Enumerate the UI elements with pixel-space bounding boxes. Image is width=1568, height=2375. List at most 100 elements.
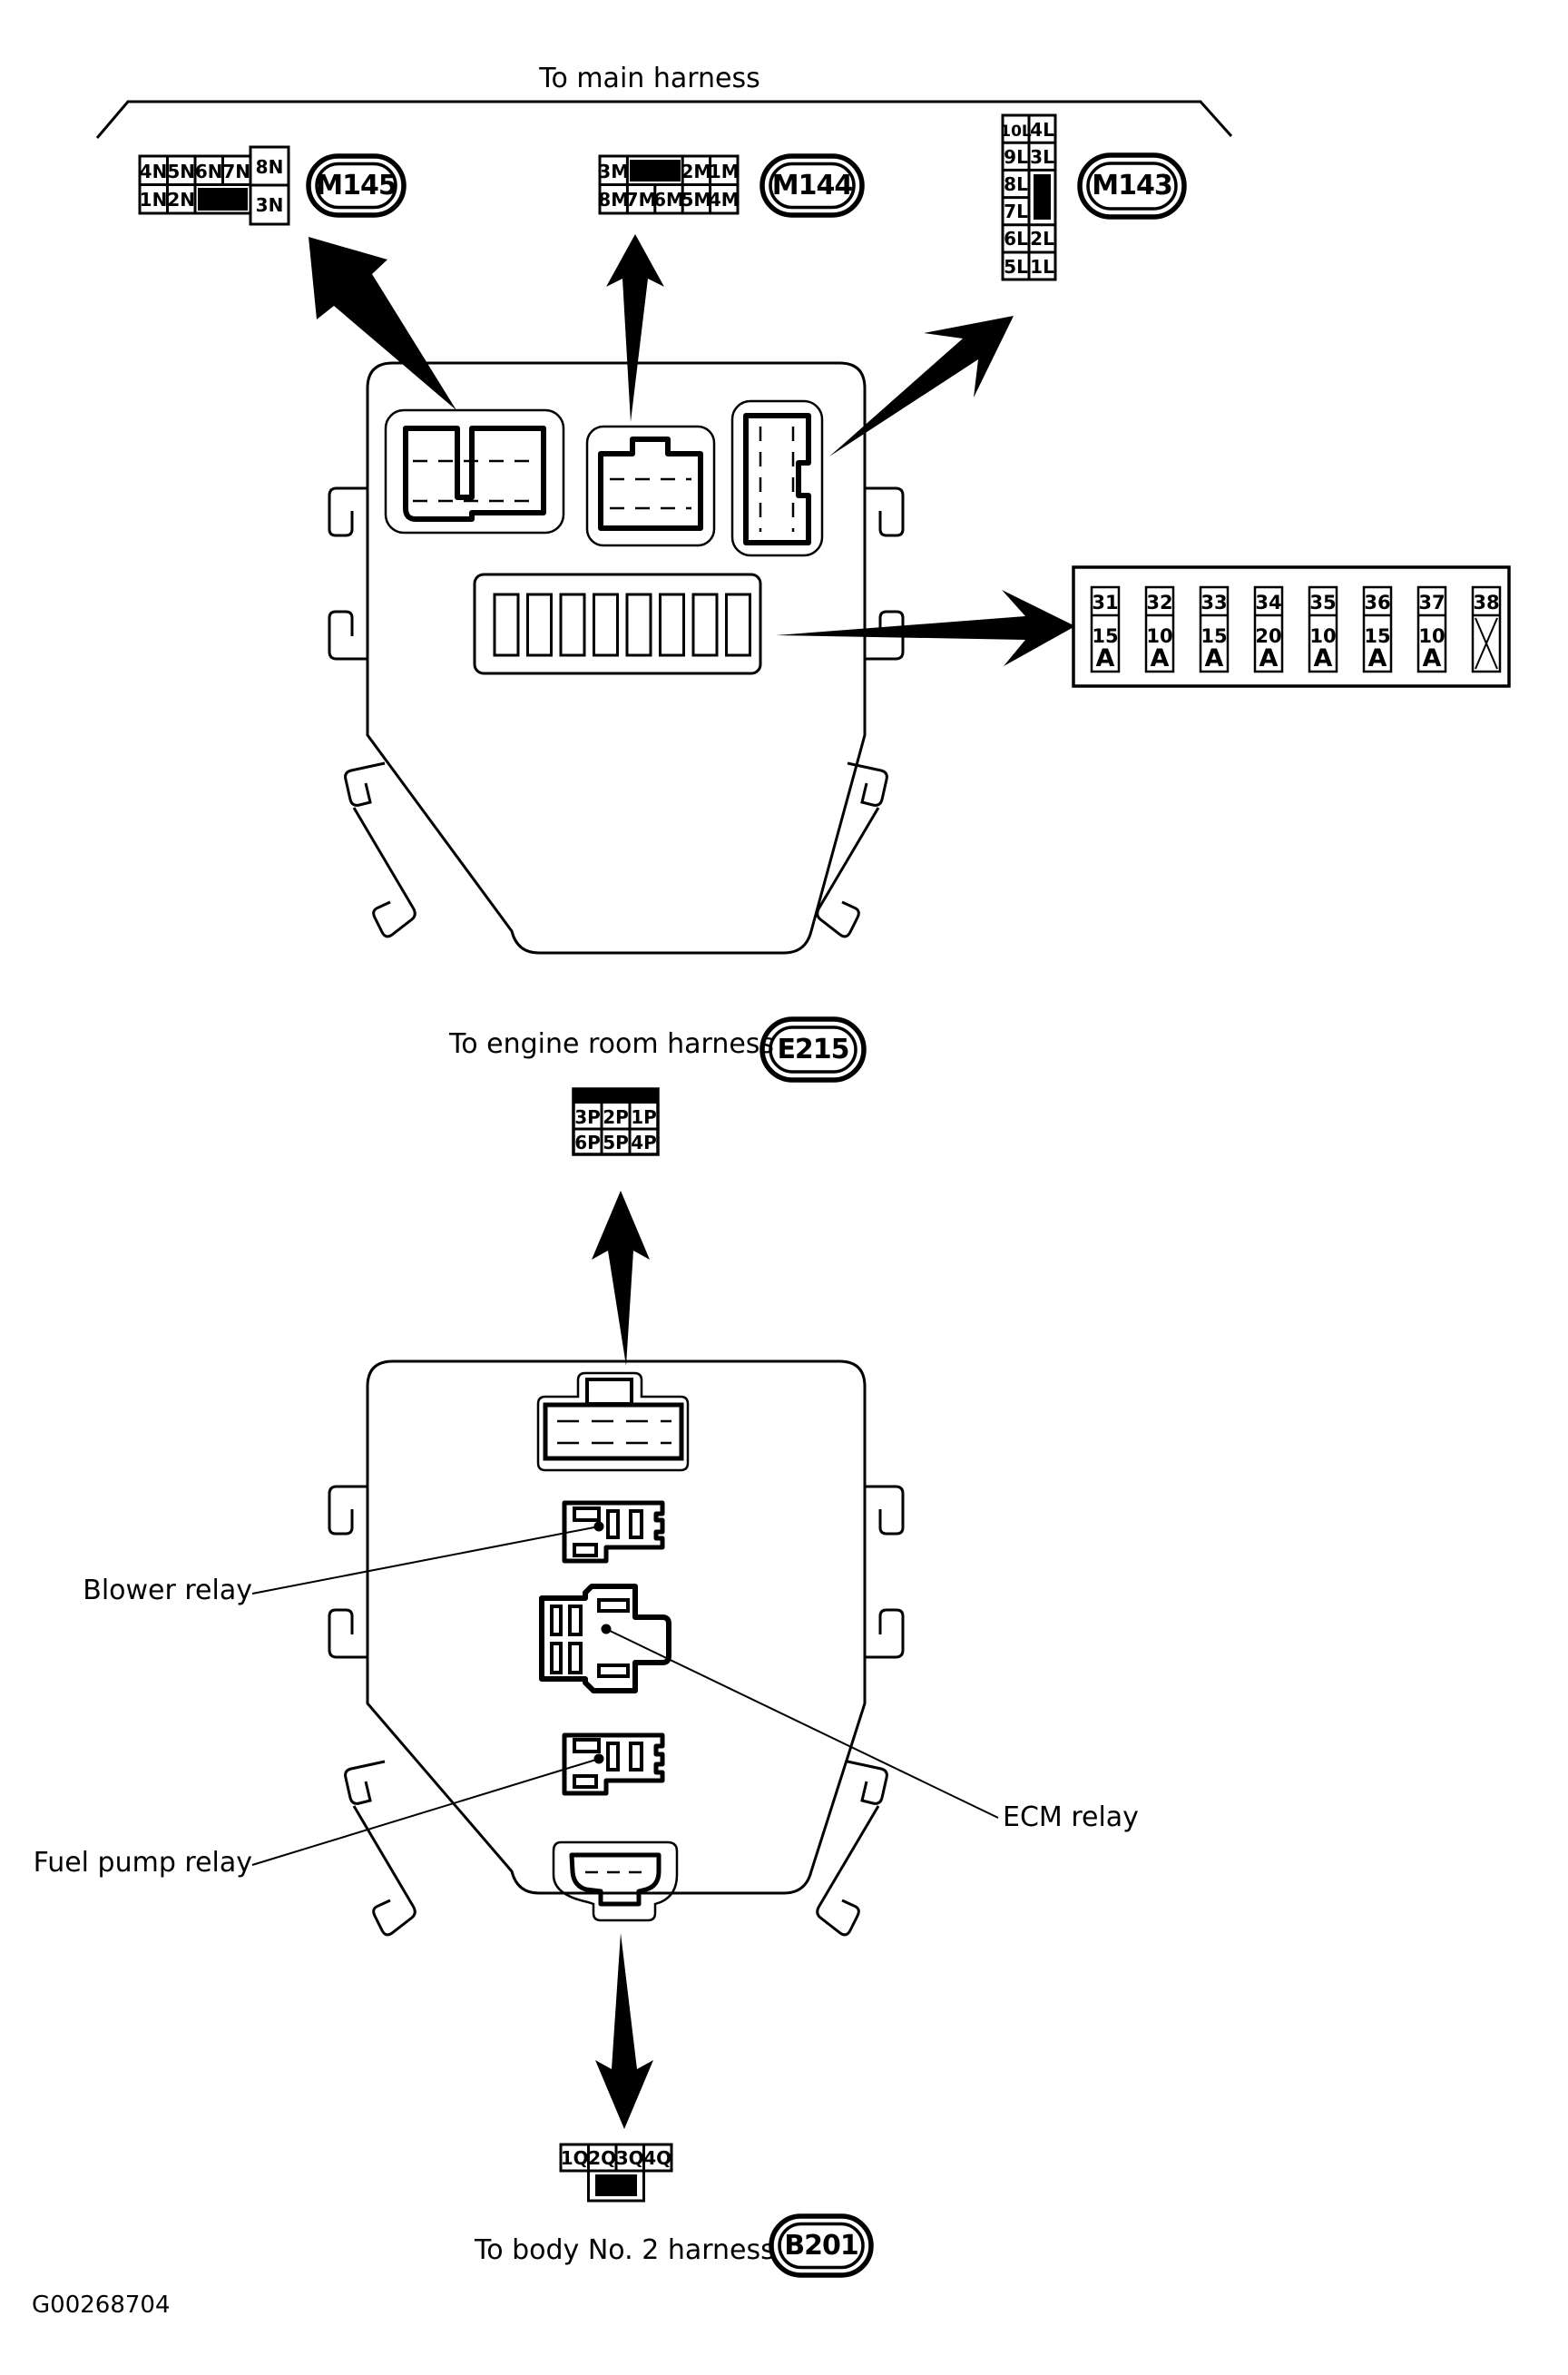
fuse-amp-unit: A (1096, 644, 1115, 672)
fuse-number: 35 (1309, 592, 1336, 613)
fuse-amp: 15 (1092, 625, 1118, 647)
lower-box-side-hardware (328, 1485, 905, 1937)
ecm-relay (539, 1584, 671, 1693)
pin-label: 5P (603, 1132, 629, 1153)
pin-label: 3M (598, 161, 629, 182)
fuse-number: 38 (1473, 592, 1499, 613)
m145-blocked-cavity (198, 188, 248, 211)
fuse-amp: 15 (1364, 625, 1390, 647)
pin-label: 6M (653, 189, 684, 211)
cavity3-outer (730, 399, 824, 557)
fuse-amp: 10 (1418, 625, 1445, 647)
ecm-leader-dot (601, 1624, 612, 1634)
blower-leader-dot (593, 1521, 604, 1532)
pin-label: 5N (167, 161, 195, 182)
lower-relay-box (328, 1359, 905, 1937)
cavity1-outer (384, 408, 565, 535)
fuse-33: 33 15 A (1199, 585, 1230, 673)
top-connector-inner (543, 1402, 684, 1461)
figure-code: G00268704 (32, 2292, 170, 2319)
fuse-amp-unit: A (1259, 644, 1279, 672)
pin-label: 6N (195, 161, 223, 182)
b201-id: B201 (784, 2230, 858, 2262)
e215-grid-keybar (573, 1089, 658, 1104)
upper-fuse-box (328, 361, 905, 955)
blower-relay-slot (629, 1509, 643, 1539)
pin-label: 3Q (616, 2147, 644, 2169)
fuse-number: 32 (1146, 592, 1172, 613)
fuse-slot (725, 593, 751, 657)
pin-label: 5L (1004, 256, 1028, 278)
pin-label: 4Q (643, 2147, 671, 2169)
pin-label: 9L (1004, 146, 1028, 168)
arrow-to-m145 (309, 237, 456, 410)
fuse-amp-unit: A (1423, 644, 1442, 672)
fuse-slot (593, 593, 619, 657)
top-connector-tab (585, 1378, 633, 1406)
fuse-body (1416, 585, 1447, 673)
ecm-relay-slot (550, 1642, 563, 1674)
fuse-body (1308, 585, 1338, 673)
blower-relay-label: Blower relay (83, 1575, 252, 1606)
fuse-empty-cross (1475, 617, 1498, 670)
e215-id: E215 (777, 1034, 848, 1065)
pin-label: 5M (681, 189, 711, 211)
pin-label: 4M (709, 189, 740, 211)
bottom-connector-outer (552, 1840, 679, 1922)
cavity3-inner (743, 413, 811, 545)
pin-label: 1M (709, 161, 740, 182)
e215-grid (572, 1087, 660, 1156)
pin-label: 8M (598, 189, 629, 211)
arrow-to-m144 (606, 234, 664, 422)
fuse-number: 34 (1255, 592, 1281, 613)
pin-label: 1Q (561, 2147, 589, 2169)
pin-label: 3P (574, 1106, 601, 1128)
pin-label: 2P (603, 1106, 629, 1128)
pin-label: 6P (574, 1132, 601, 1153)
pin-label: 2M (681, 161, 711, 182)
main-harness-label: To main harness (538, 63, 760, 94)
fuse-body (1090, 585, 1121, 673)
ecm-relay-slot (597, 1598, 630, 1613)
fuse-35: 35 10 A (1308, 585, 1338, 673)
fuse-body (1144, 585, 1175, 673)
pin-label: 3N (256, 194, 284, 216)
upper-arrows (309, 234, 1075, 666)
fuel-pump-relay-slot (606, 1742, 620, 1771)
main-harness-callout: To main harness (95, 63, 1233, 139)
b201-blocked-cavity (595, 2174, 637, 2196)
b201-oval-outer (769, 2213, 874, 2278)
cavity-connector-m144 (585, 425, 716, 547)
blower-relay (562, 1500, 665, 1564)
fuel-pump-leader-line (251, 1758, 600, 1866)
b201-key-cell (587, 2169, 645, 2203)
cavity2-outer (585, 425, 716, 547)
pin-label: 10L (1000, 123, 1032, 141)
m144-blocked-cavity (630, 160, 681, 182)
pin-label: 7N (222, 161, 250, 182)
blower-relay-slot (573, 1506, 601, 1522)
ecm-relay-label: ECM relay (1003, 1801, 1139, 1833)
lower-bottom-connector (552, 1840, 679, 1922)
fuse-32: 32 10 A (1144, 585, 1175, 673)
pin-label: 8L (1004, 173, 1028, 195)
blower-relay-slot (606, 1509, 620, 1539)
fuse-slot (559, 593, 586, 657)
engine-room-label: To engine room harness (448, 1028, 774, 1060)
lower-box-outline (366, 1359, 867, 1895)
body-harness-label: To body No. 2 harness (474, 2234, 775, 2266)
fuse-number: 36 (1364, 592, 1390, 613)
pin-label: 1L (1030, 256, 1054, 278)
fuse-amp-unit: A (1151, 644, 1170, 672)
cavity-connector-m145 (384, 408, 565, 535)
fuse-amp-unit: A (1368, 644, 1387, 672)
fuse-slot (659, 593, 685, 657)
blower-relay-outline (562, 1500, 665, 1564)
pin-label: 2Q (588, 2147, 616, 2169)
fuse-amp-unit: A (1314, 644, 1333, 672)
arrow-to-fuse-strip (776, 590, 1075, 666)
relay-callouts: Blower relay ECM relay Fuel pump relay (34, 1521, 1139, 1879)
e215-oval-inner (769, 1026, 858, 1074)
blower-leader-line (251, 1526, 600, 1595)
